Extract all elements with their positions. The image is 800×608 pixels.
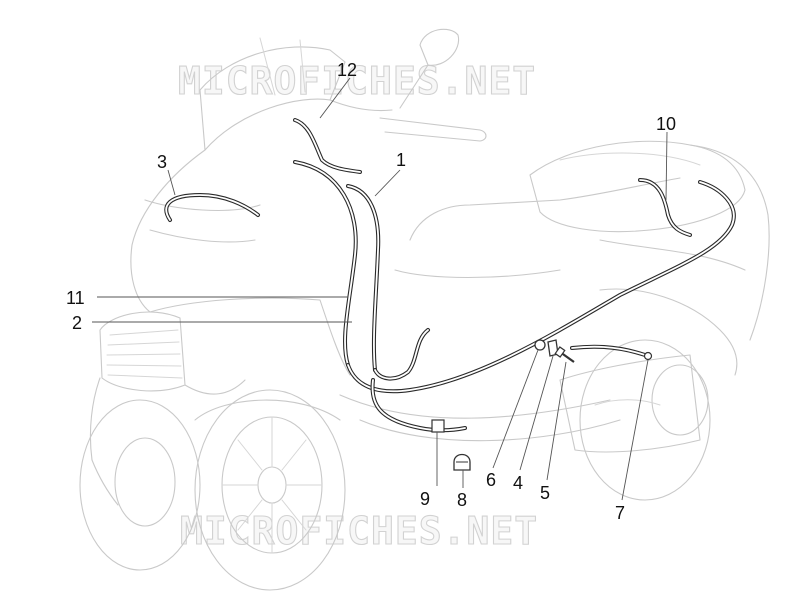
- watermark-bottom: MICROFICHES.NET: [180, 509, 538, 553]
- part-5-bolt: [554, 346, 575, 363]
- callout-3: 3: [157, 152, 167, 172]
- watermark-top: MICROFICHES.NET: [178, 59, 536, 103]
- cable-2-main: [346, 180, 736, 394]
- part-7-end: [643, 351, 653, 361]
- cable-1: [346, 184, 381, 372]
- part-6-nut: [534, 339, 546, 351]
- scooter-outline: [79, 28, 770, 591]
- cable-9-branch: [370, 378, 467, 433]
- callout-2: 2: [72, 313, 82, 333]
- callout-7: 7: [615, 503, 625, 523]
- cable-10: [638, 178, 692, 237]
- leader-lines: [92, 77, 668, 501]
- cable-to-junction: [373, 328, 430, 381]
- callout-5: 5: [540, 483, 550, 503]
- part-9-clip: [431, 419, 445, 433]
- callout-11: 11: [66, 288, 85, 308]
- callout-6: 6: [486, 470, 496, 490]
- callout-12: 12: [337, 60, 357, 80]
- callout-10: 10: [656, 114, 676, 134]
- cable-11: [293, 160, 358, 367]
- callout-9: 9: [420, 489, 430, 509]
- callout-1: 1: [396, 150, 406, 170]
- callout-4: 4: [513, 473, 523, 493]
- part-8-clamp: [453, 453, 471, 471]
- callout-8: 8: [457, 490, 467, 510]
- cable-3: [164, 193, 260, 222]
- cable-12: [293, 118, 362, 174]
- callouts: 12 3 1 10 11 2 9 8 6 4 5 7: [66, 60, 676, 523]
- cable-7: [570, 344, 647, 357]
